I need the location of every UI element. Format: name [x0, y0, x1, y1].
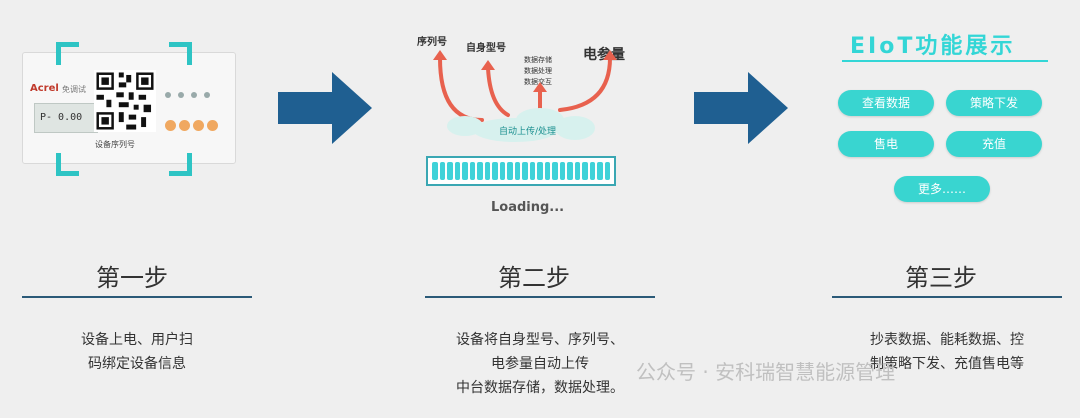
- label-data-processing: 数据处理: [524, 67, 552, 75]
- step-two-label: 第二步: [498, 264, 570, 292]
- step-one-label: 第一步: [96, 264, 168, 292]
- meter-led: [204, 92, 210, 98]
- meter-display: P- 0.00: [34, 103, 98, 133]
- eiot-title: EIoT功能展示: [850, 34, 1016, 59]
- meter-button: [179, 120, 190, 131]
- scan-frame: [56, 42, 192, 176]
- divider: [425, 296, 655, 298]
- loading-text: Loading...: [491, 200, 565, 215]
- watermark: 公众号 · 安科瑞智慧能源管理: [636, 360, 896, 384]
- right-arrow-icon: [278, 72, 372, 144]
- qr-code-icon: [94, 70, 156, 132]
- label-model: 自身型号: [466, 43, 506, 54]
- step-two-description: 设备将自身型号、序列号、 电参量自动上传 中台数据存储，数据处理。: [456, 332, 624, 396]
- meter-brand: Acrel: [30, 83, 59, 94]
- meter-led: [178, 92, 184, 98]
- label-data-interaction: 数据交互: [524, 78, 552, 86]
- policy-dispatch-button[interactable]: 策略下发: [946, 90, 1042, 116]
- meter-led: [191, 92, 197, 98]
- label-serial-number: 序列号: [417, 37, 447, 48]
- upload-arrows-icon: [433, 50, 617, 142]
- meter-subtitle: 免调试: [62, 85, 86, 94]
- sell-electricity-button[interactable]: 售电: [838, 131, 934, 157]
- step-three-label: 第三步: [905, 264, 977, 292]
- meter-button: [193, 120, 204, 131]
- qr-caption: 设备序列号: [95, 140, 135, 149]
- title-underline: [842, 60, 1048, 62]
- meter-led: [165, 92, 171, 98]
- divider: [22, 296, 252, 298]
- right-arrow-icon: [694, 72, 788, 144]
- recharge-button[interactable]: 充值: [946, 131, 1042, 157]
- more-button[interactable]: 更多……: [894, 176, 990, 202]
- loading-progress-bar: [426, 156, 616, 186]
- view-data-button[interactable]: 查看数据: [838, 90, 934, 116]
- cloud-label: 自动上传/处理: [499, 127, 557, 137]
- step-three-description: 抄表数据、能耗数据、控 制策略下发、充值售电等: [870, 332, 1024, 372]
- divider: [832, 296, 1062, 298]
- label-data-storage: 数据存储: [524, 56, 552, 64]
- meter-button: [207, 120, 218, 131]
- meter-button: [165, 120, 176, 131]
- step-one-description: 设备上电、用户扫 码绑定设备信息: [81, 332, 193, 372]
